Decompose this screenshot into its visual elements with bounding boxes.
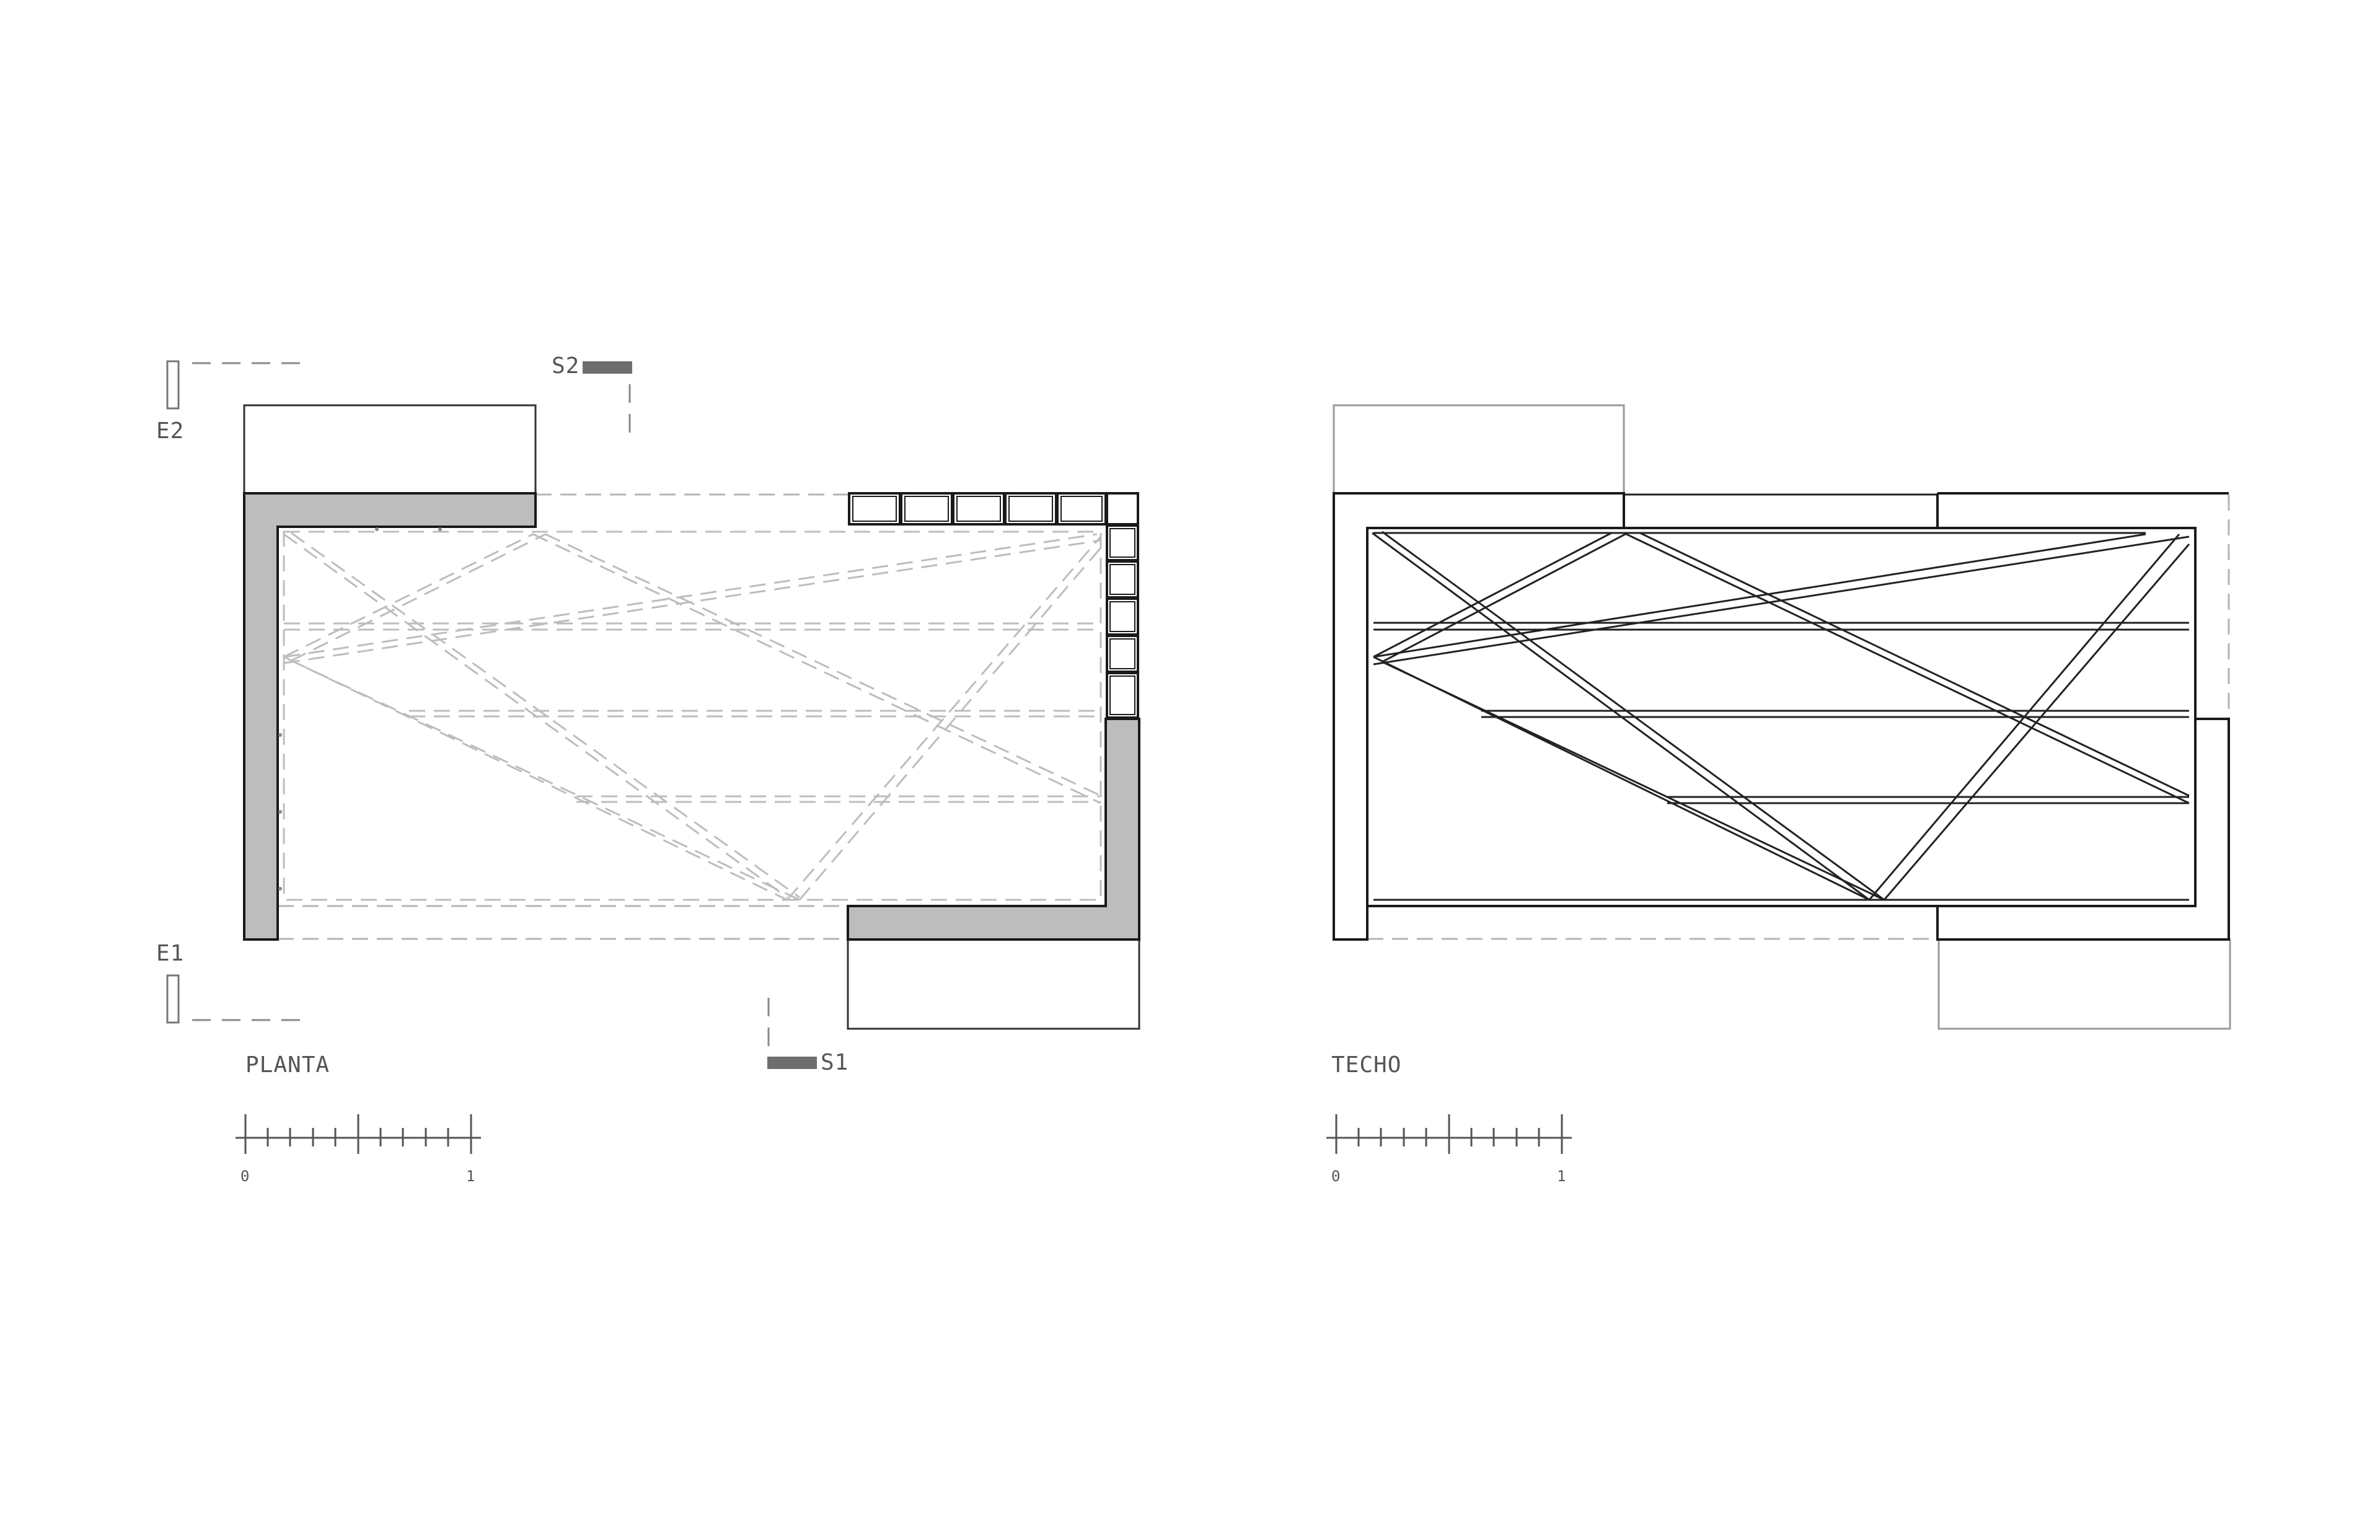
glass-block-inner (1060, 496, 1103, 522)
glass-block-inner (1008, 496, 1053, 522)
glass-block (848, 492, 901, 526)
wall-fixing-dot (278, 887, 282, 891)
elevation-marker-e1-box (166, 974, 180, 1024)
roof-beam-edge (1372, 532, 1870, 901)
floor-plan-title: PLANTA (245, 1052, 330, 1078)
scale-bar-label-end: 1 (466, 1168, 475, 1185)
dashed-beam (291, 533, 546, 662)
glass-block-inner (852, 496, 897, 522)
scale-bar-label-start: 0 (240, 1168, 249, 1185)
roof-beam-edge (1382, 661, 1885, 901)
glass-block (1106, 597, 1139, 636)
elevation-label-e2: E2 (156, 418, 184, 444)
glass-block-strip-top (848, 492, 1139, 526)
section-marker-s1: S1 (767, 998, 848, 1075)
roof-beam-edge (1373, 532, 1612, 658)
section-marker-s2-bar (583, 361, 632, 374)
wall-fixing-dot (278, 810, 282, 814)
glass-block-inner (1109, 601, 1135, 632)
scale-bar-label-start: 0 (1331, 1168, 1340, 1185)
roof-plan-title: TECHO (1331, 1052, 1401, 1078)
floor-plan: E2 S2 (156, 353, 1140, 1185)
upper-left-outline (243, 404, 537, 496)
dashed-beam (291, 532, 800, 899)
roof-plan: TECHO 0 1 (1326, 404, 2231, 1185)
dashed-beam (291, 659, 800, 901)
dashed-beam (283, 539, 1101, 664)
lower-right-outline (847, 938, 1140, 1030)
elevation-marker-e2-box (166, 360, 180, 410)
elevation-label-e1: E1 (156, 941, 184, 966)
glass-block-inner (956, 496, 1001, 522)
roof-beam-edge (1382, 532, 1628, 663)
wall-fixing-dot (375, 527, 379, 531)
glass-block (1056, 492, 1107, 526)
roof-beam-edge (1373, 533, 2146, 658)
scale-bar-label-end: 1 (1557, 1168, 1566, 1185)
glass-block (1004, 492, 1057, 526)
glass-block-inner (1109, 564, 1135, 595)
scale-bar-roof: 0 1 (1326, 1114, 1572, 1185)
roof-inner-frame (1366, 527, 2197, 907)
roof-beams-projection (283, 530, 1102, 901)
dashed-beam (786, 536, 1102, 900)
glass-block (1106, 635, 1139, 673)
glass-block (952, 492, 1005, 526)
glass-block-inner (1109, 675, 1135, 715)
glass-block (1106, 560, 1139, 599)
glass-block (1106, 524, 1139, 561)
dashed-beam (283, 533, 788, 899)
roof-beams (1372, 530, 2190, 901)
glass-block-inner (1109, 638, 1135, 669)
dashed-beam (545, 533, 1101, 797)
section-marker-s1-bar (767, 1057, 817, 1069)
elevation-marker-e1: E1 (156, 941, 304, 1024)
roof-beam-edge (1883, 543, 2190, 900)
glass-block (1106, 492, 1139, 526)
section-marker-s2: S2 (552, 353, 632, 434)
glass-block-strip-right (1106, 524, 1139, 719)
upper-left-projection (1333, 404, 1625, 496)
wall-fixing-dot (278, 733, 282, 737)
dashed-beam (798, 547, 1102, 900)
dashed-beam (532, 533, 1101, 804)
roof-beam-edge (1623, 532, 2190, 804)
wall-top-left (243, 492, 537, 941)
roof-beam-edge (1382, 530, 1885, 901)
roof-beam-edge (1639, 532, 2190, 797)
glass-block (1106, 672, 1139, 719)
dashed-beam (283, 656, 788, 901)
roof-beam-edge (1868, 534, 2180, 900)
wall-fixing-dot (438, 527, 442, 531)
section-label-s2: S2 (552, 353, 580, 379)
dashed-inner-frame (283, 530, 1102, 901)
section-label-s1: S1 (821, 1050, 848, 1075)
scale-bar-floor: 0 1 (236, 1114, 481, 1185)
lower-right-projection (1937, 938, 2231, 1030)
dashed-beam (283, 533, 534, 658)
glass-block-inner (904, 496, 949, 522)
glass-block (900, 492, 953, 526)
glass-block-inner (1109, 528, 1135, 558)
elevation-marker-e2: E2 (156, 360, 304, 444)
dashed-beam (283, 533, 1098, 658)
